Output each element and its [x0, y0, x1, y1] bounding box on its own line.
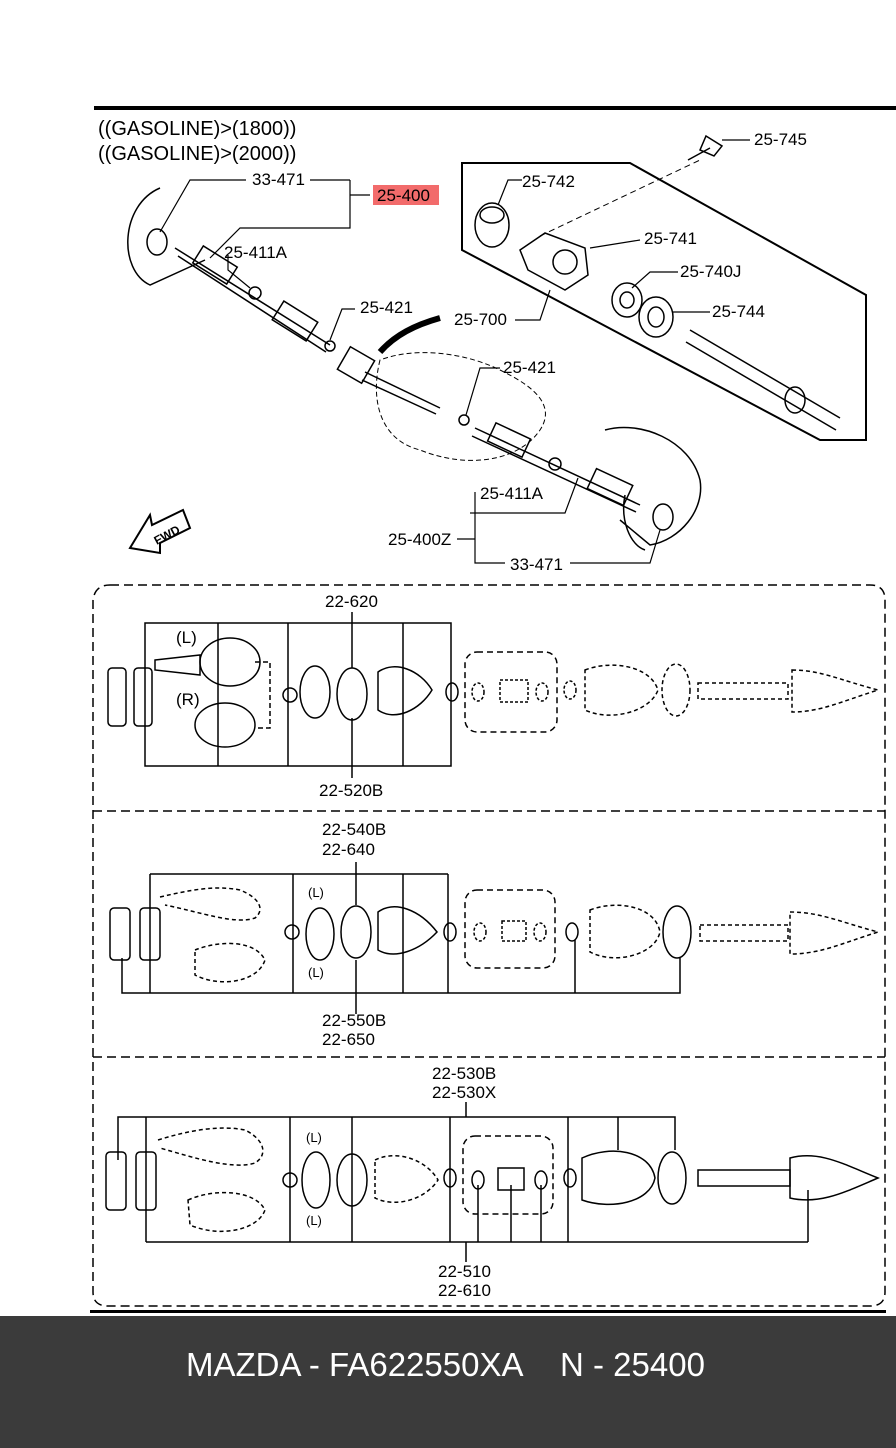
highlight-box-25-400 [373, 185, 439, 205]
callout-33-471-bot: 33-471 [510, 555, 563, 574]
panel-2-small-L-upper: (L) [308, 885, 324, 900]
exploded-parts-diagram: ((GASOLINE)>(1800)) ((GASOLINE)>(2000)) [90, 106, 896, 1313]
fwd-arrow: FWD [128, 508, 192, 555]
callout-25-421-a: 25-421 [360, 298, 413, 317]
panel-3-label-top-2: 22-530X [432, 1083, 496, 1102]
panel-3-label-bottom-1: 22-510 [438, 1262, 491, 1281]
footer-part-number: MAZDA - FA622550XA [186, 1346, 524, 1383]
panel-1-side-left: (L) [176, 628, 197, 647]
callout-25-742: 25-742 [522, 172, 575, 191]
top-border-rule [94, 106, 896, 110]
header-line-2: ((GASOLINE)>(2000)) [98, 143, 296, 165]
panel-2-small-L-lower: (L) [308, 965, 324, 980]
callout-25-411A-top: 25-411A [224, 243, 288, 262]
callout-25-744: 25-744 [712, 302, 765, 321]
panel-1-side-right: (R) [176, 690, 200, 709]
panel-1-label-bottom: 22-520B [319, 781, 383, 800]
panel-1-parts [107, 612, 881, 778]
panel-3-small-L-lower: (L) [306, 1213, 322, 1228]
footer-bar: MAZDA - FA622550XA N - 25400 [0, 1316, 896, 1448]
callout-25-421-b: 25-421 [503, 358, 556, 377]
callout-25-411A-bot: 25-411A [480, 484, 544, 503]
panel-2-label-top-2: 22-640 [322, 840, 375, 859]
drive-shaft-illustration [127, 187, 702, 551]
panel-2-label-bottom-2: 22-650 [322, 1030, 375, 1049]
bottom-border-rule [90, 1310, 886, 1313]
panel-2-label-top-1: 22-540B [322, 820, 386, 839]
callout-25-740J: 25-740J [680, 262, 741, 281]
leader-lines [159, 139, 750, 564]
panel-2-label-bottom-1: 22-550B [322, 1011, 386, 1030]
callout-33-471-top: 33-471 [252, 170, 305, 189]
header-line-1: ((GASOLINE)>(1800)) [98, 118, 296, 140]
callout-25-700: 25-700 [454, 310, 507, 329]
callout-25-741: 25-741 [644, 229, 697, 248]
panel-2-parts [109, 862, 881, 1014]
callout-25-400Z: 25-400Z [388, 530, 451, 549]
bearing-support-group [461, 134, 867, 441]
panel-1-label-top: 22-620 [325, 592, 378, 611]
footer-reference-number: N - 25400 [560, 1346, 705, 1383]
panel-3-label-top-1: 22-530B [432, 1064, 496, 1083]
component-panels-frame [92, 584, 886, 1307]
panel-3-small-L-upper: (L) [306, 1130, 322, 1145]
callout-25-400: 25-400 [377, 186, 430, 205]
panel-3-parts [105, 1102, 880, 1262]
panel-3-label-bottom-2: 22-610 [438, 1281, 491, 1300]
callout-25-745: 25-745 [754, 130, 807, 149]
